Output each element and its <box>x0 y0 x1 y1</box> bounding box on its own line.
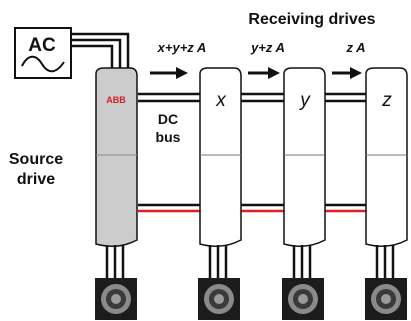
motor-x <box>198 278 240 320</box>
drive-z-label: z <box>381 90 392 111</box>
receiving-drive-z: z <box>365 67 408 247</box>
abb-logo: ABB <box>106 95 126 105</box>
current-label-1: x+y+z A <box>157 40 207 55</box>
motor-source <box>95 278 137 320</box>
receiving-drives-title: Receiving drives <box>248 11 375 28</box>
current-label-3: z A <box>345 40 365 55</box>
dc-bus-label-line1: DC <box>158 111 178 127</box>
arrow-right-icon <box>332 67 362 79</box>
ac-label: AC <box>28 35 56 56</box>
receiving-drive-x: x <box>199 67 242 247</box>
motor-cables <box>105 245 395 278</box>
dc-bus-lines <box>138 92 400 103</box>
source-drive-label-line2: drive <box>17 171 55 188</box>
current-label-2: y+z A <box>250 40 285 55</box>
drive-x-label: x <box>215 90 227 111</box>
ac-feed-wires <box>71 32 130 70</box>
motor-z <box>365 278 407 320</box>
arrow-right-icon <box>150 67 188 79</box>
dc-bus-label-line2: bus <box>156 129 181 145</box>
drive-y-label: y <box>298 90 311 111</box>
lower-bus-lines <box>138 203 400 213</box>
ac-source: AC <box>14 27 72 79</box>
source-drive-label-line1: Source <box>9 151 63 168</box>
motor-y <box>282 278 324 320</box>
arrow-right-icon <box>248 67 280 79</box>
receiving-drive-y: y <box>283 67 326 247</box>
ac-source-box <box>14 27 72 79</box>
sine-wave-icon <box>21 55 65 73</box>
source-drive: ABB <box>95 67 138 247</box>
